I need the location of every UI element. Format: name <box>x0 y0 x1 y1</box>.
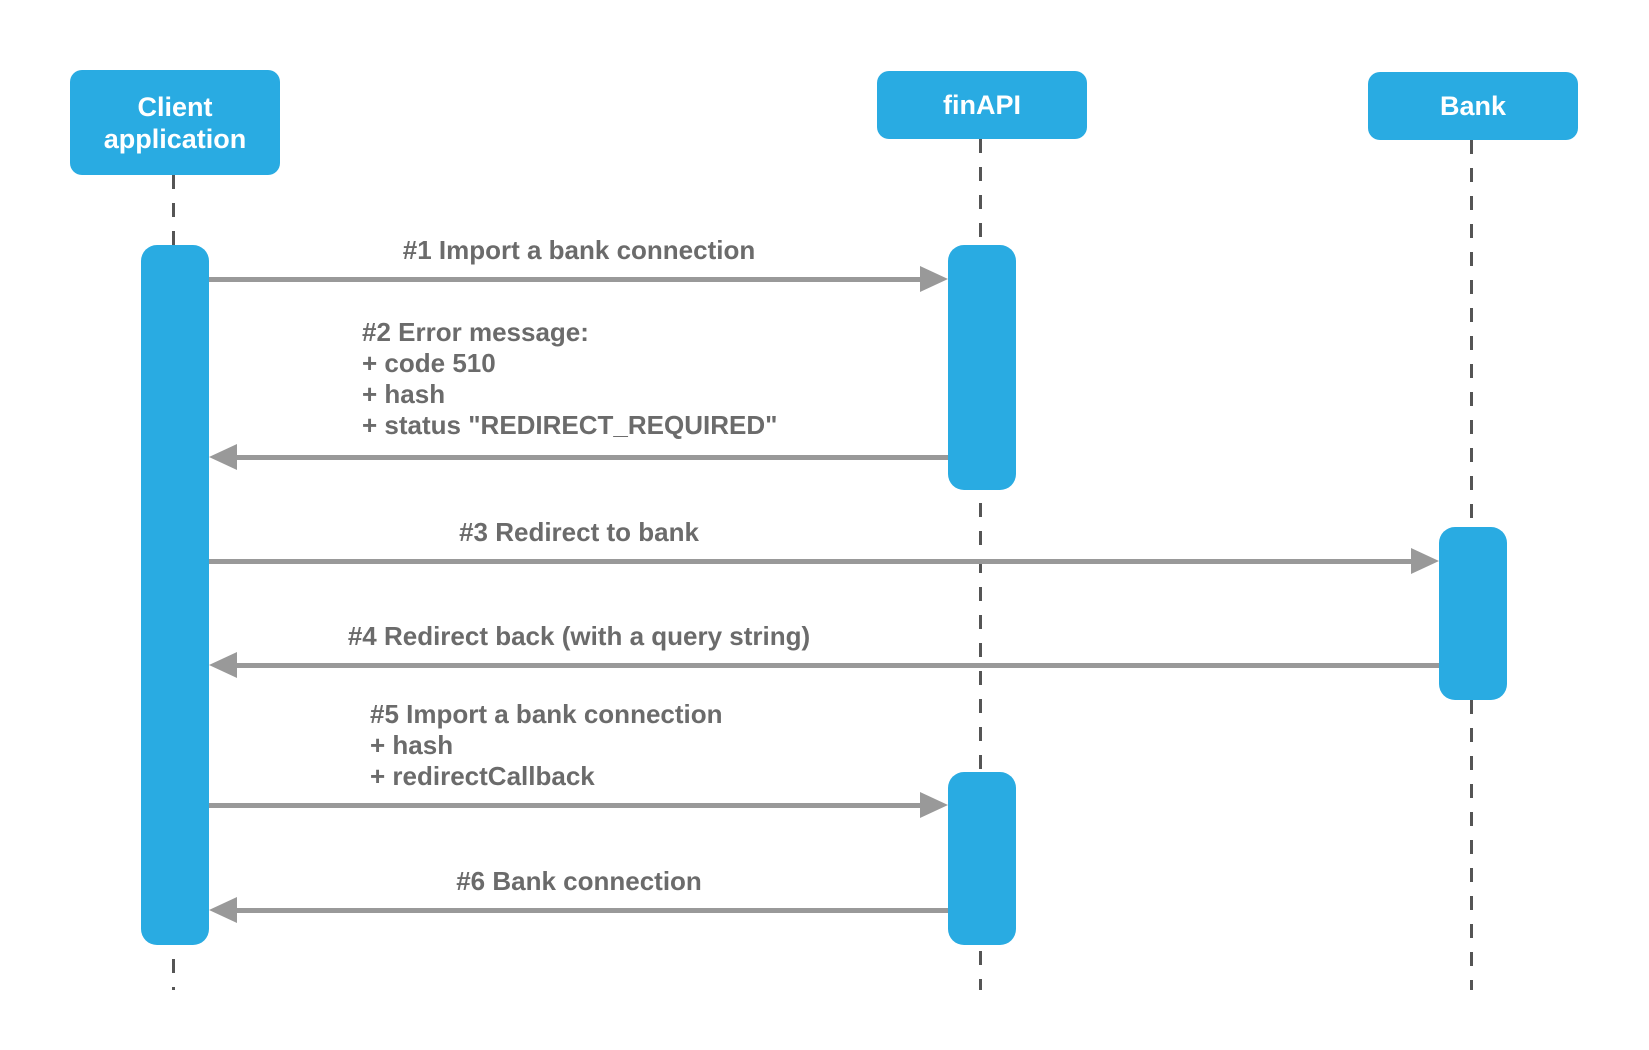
arrowhead-right-icon <box>920 266 948 292</box>
actor-finapi-label: finAPI <box>943 90 1021 120</box>
arrowhead-left-icon <box>209 897 237 923</box>
activation-bar-finapi-2 <box>948 772 1016 945</box>
actor-client-application: Client application <box>70 70 280 175</box>
message-3-line <box>209 559 1415 564</box>
message-2-line <box>233 455 948 460</box>
activation-bar-client <box>141 245 209 945</box>
arrowhead-left-icon <box>209 444 237 470</box>
actor-finapi: finAPI <box>877 71 1087 139</box>
lifeline-finapi <box>979 139 982 990</box>
message-5-label: #5 Import a bank connection + hash + red… <box>370 699 723 791</box>
activation-bar-finapi-1 <box>948 245 1016 490</box>
message-1-line <box>209 277 924 282</box>
message-6-line <box>233 908 948 913</box>
arrowhead-left-icon <box>209 652 237 678</box>
message-6-label: #6 Bank connection <box>456 866 702 896</box>
message-3-label: #3 Redirect to bank <box>459 517 699 547</box>
message-5-line <box>209 803 924 808</box>
actor-bank: Bank <box>1368 72 1578 140</box>
message-2-label: #2 Error message: + code 510 + hash + st… <box>362 317 778 440</box>
message-1-label: #1 Import a bank connection <box>402 235 756 265</box>
arrowhead-right-icon <box>1411 548 1439 574</box>
activation-bar-bank <box>1439 527 1507 700</box>
message-4-label: #4 Redirect back (with a query string) <box>347 621 811 651</box>
actor-bank-label: Bank <box>1439 91 1507 121</box>
message-4-line <box>233 663 1439 668</box>
arrowhead-right-icon <box>920 792 948 818</box>
actor-client-application-label: Client application <box>103 91 247 154</box>
